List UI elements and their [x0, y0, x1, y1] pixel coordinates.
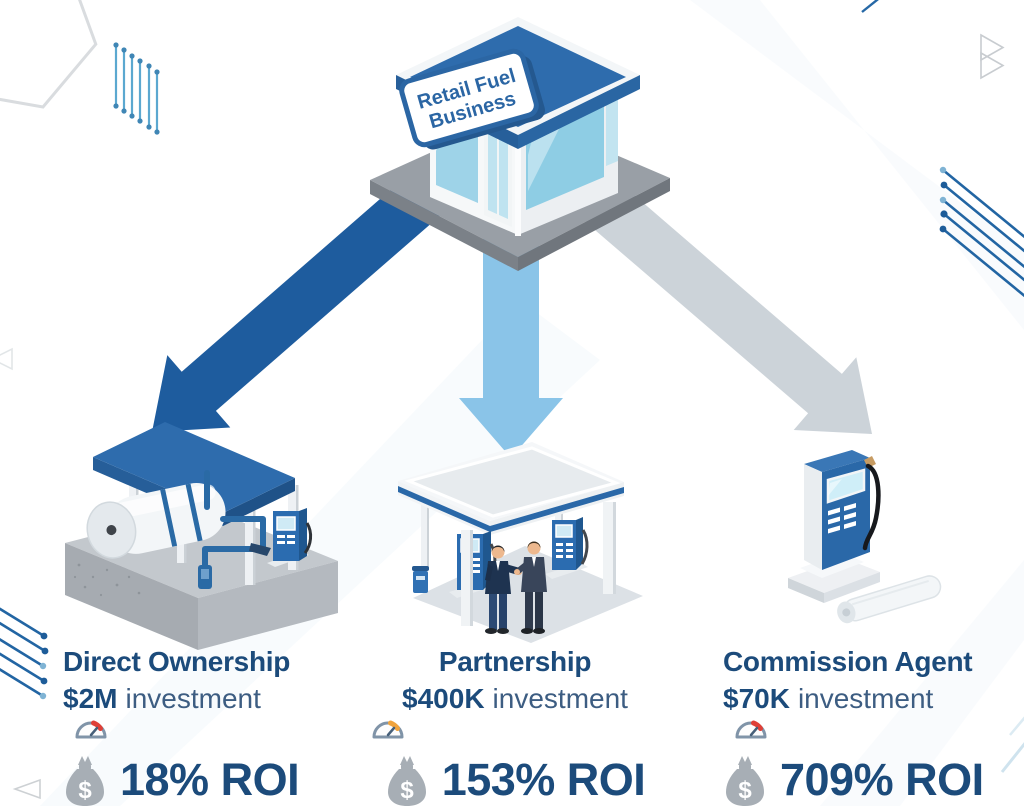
depot-slab [65, 507, 338, 650]
gauge-icon [75, 720, 107, 739]
roi-row: $ 153% ROI [360, 752, 670, 806]
businessman-right [514, 541, 547, 634]
money-bag-icon: $ [66, 755, 104, 806]
money-bag-icon: $ [387, 755, 426, 806]
pump-body [804, 450, 881, 570]
fuel-tank [86, 482, 226, 559]
double-triangle-icon [980, 33, 1005, 80]
pipe-fitting [198, 565, 212, 589]
dollar-sign: $ [78, 777, 92, 804]
investment-label: investment [797, 683, 934, 715]
building-roof [396, 17, 640, 149]
gauge-icon [372, 720, 404, 739]
fuel-pipes [202, 470, 266, 570]
pump-nozzle [864, 456, 876, 468]
triangle-icon-bottom-left [12, 778, 41, 800]
investment-label: investment [492, 683, 628, 715]
businessman-left [485, 545, 522, 634]
trash-bin [412, 566, 429, 593]
sign-text-line1: Retail Fuel [415, 65, 518, 114]
dollar-sign: $ [738, 777, 752, 804]
investment-amount: $2M [63, 683, 118, 715]
roi-row: $ 709% ROI [723, 752, 1023, 806]
fuel-depot-illustration [65, 422, 338, 650]
gas-station-partnership-illustration [398, 442, 643, 643]
pump-hose [862, 463, 881, 551]
money-bag-icon: $ [726, 755, 764, 806]
hexagon-icon [0, 0, 98, 109]
roi-value: 153% ROI [441, 753, 646, 805]
handshake-people [485, 541, 547, 634]
pump-buttons [828, 503, 856, 534]
nozzle-handle [249, 543, 271, 556]
dollar-sign: $ [400, 777, 414, 804]
building-sign: Retail Fuel Business [399, 48, 545, 150]
station-rear-pillars [421, 490, 563, 570]
roi-value: 18% ROI [120, 753, 300, 805]
sign-text-line2: Business [427, 88, 519, 134]
roi-row: $ 18% ROI [63, 752, 383, 806]
retail-fuel-building: Retail Fuel Business [370, 17, 670, 271]
triangle-icon-left-edge [0, 347, 13, 371]
circuit-lines-bottom-left [0, 607, 46, 698]
option-title: Partnership [438, 646, 592, 677]
fuel-pump-illustration [788, 450, 942, 624]
gauge-icon [735, 720, 767, 739]
circuit-lines-right [942, 168, 1024, 298]
circuit-dots-right [939, 166, 948, 233]
arrow-commission-agent [583, 180, 872, 434]
option-title: Direct Ownership [63, 646, 291, 677]
corner-accent-line [861, 0, 879, 13]
arrow-partnership [459, 235, 563, 458]
depot-pillars [129, 465, 299, 585]
station-ground [413, 546, 643, 643]
investment-amount: $400K [402, 683, 485, 715]
depot-dispenser [267, 508, 313, 567]
station-dispenser-right [545, 517, 589, 579]
investment-label: investment [125, 683, 261, 715]
depot-canopy [93, 422, 295, 526]
option-title: Commission Agent [723, 646, 973, 677]
station-dispenser-left [449, 531, 497, 598]
vertical-lines-dots [113, 42, 160, 135]
building-body [430, 83, 618, 236]
vertical-lines-icon [114, 45, 159, 132]
station-front-pillars [461, 502, 616, 626]
station-canopy [398, 442, 624, 535]
roi-value: 709% ROI [780, 753, 984, 805]
investment-amount: $70K [723, 683, 790, 715]
circuit-dots-bottom-left [39, 632, 49, 700]
pump-pedestal [788, 553, 880, 603]
paper-scroll [837, 575, 942, 624]
building-platform [370, 113, 670, 271]
pipe-fitting-panel [201, 569, 209, 579]
arrow-direct-ownership [152, 170, 448, 432]
